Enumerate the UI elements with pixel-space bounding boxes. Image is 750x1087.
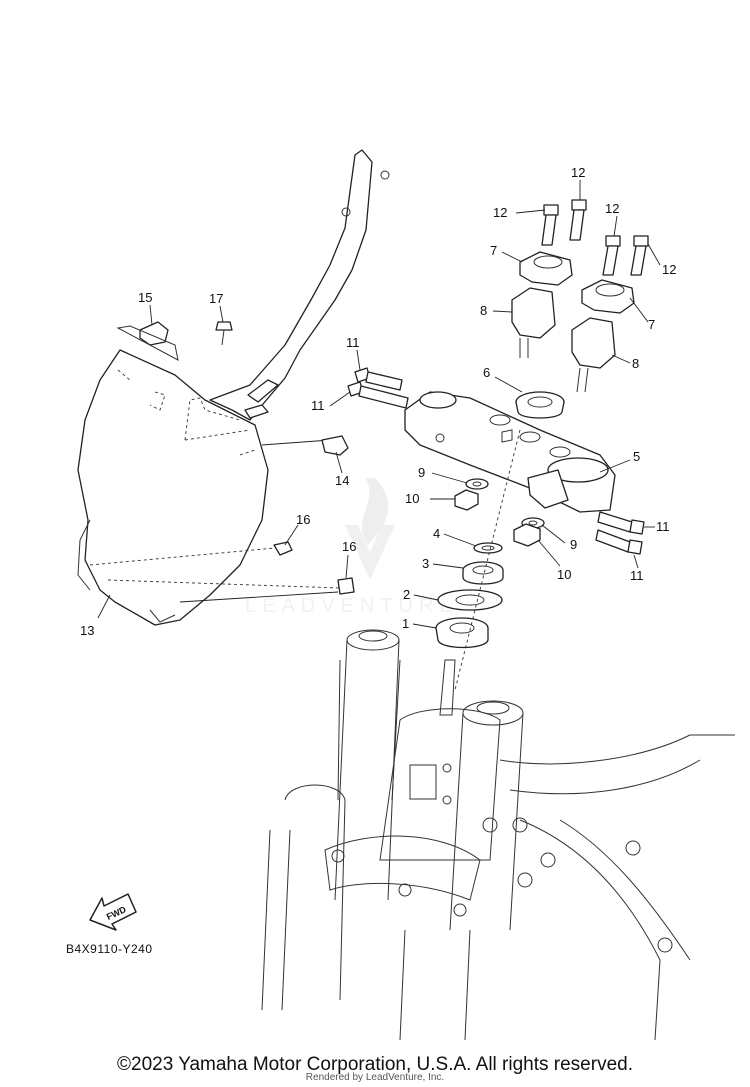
- copyright-notice: ©2023 Yamaha Motor Corporation, U.S.A. A…: [117, 1054, 633, 1075]
- callout-9-lower: 9: [570, 537, 577, 552]
- nut-10-upper: [454, 489, 479, 511]
- watermark-text: LEADVENTURE: [245, 595, 459, 617]
- ring-nut-3: [462, 561, 504, 585]
- nut-10-lower: [513, 523, 541, 547]
- washer-9-upper: [465, 478, 489, 490]
- callout-11-c: 11: [656, 519, 670, 534]
- steering-axis-line: [454, 429, 521, 691]
- callout-2: 2: [403, 587, 410, 602]
- callout-12-b: 12: [493, 205, 507, 220]
- bolt-12-b: [569, 199, 587, 241]
- bolt-11-a: [354, 367, 403, 391]
- callout-13: 13: [80, 623, 94, 638]
- callout-6: 6: [483, 365, 490, 380]
- callout-14: 14: [335, 473, 349, 488]
- callout-7-right: 7: [648, 317, 655, 332]
- forward-arrow-icon: FWD: [89, 893, 137, 931]
- handlebar-holder-8-left: [511, 287, 556, 358]
- callout-17: 17: [209, 291, 223, 306]
- screw-17: [215, 321, 233, 346]
- diagram-code: B4X9110-Y240: [66, 942, 153, 956]
- collar-6: [515, 391, 565, 419]
- clip-14: [321, 435, 349, 456]
- handlebar-holder-7-right: [581, 279, 635, 314]
- callout-11-d: 11: [630, 568, 644, 583]
- callout-labels: 1 2 3 4 5 6 7 7 8 8 9 9 10 10 11 11 11 1…: [80, 165, 676, 638]
- callout-9-upper: 9: [418, 465, 425, 480]
- callout-16-upper: 16: [296, 512, 310, 527]
- callout-8-right: 8: [632, 356, 639, 371]
- callout-4: 4: [433, 526, 440, 541]
- callout-10-upper: 10: [405, 491, 419, 506]
- washer-4: [473, 542, 503, 554]
- callout-3: 3: [422, 556, 429, 571]
- clip-16-upper: [273, 541, 293, 556]
- seal-2: [437, 589, 503, 611]
- handlebar-holder-7-left: [519, 251, 573, 286]
- bolt-12-a: [541, 204, 559, 246]
- leadventure-watermark: LEADVENTURE: [245, 478, 459, 617]
- handlebar-holder-8-right: [571, 317, 616, 393]
- callout-7-left: 7: [490, 243, 497, 258]
- callout-8-left: 8: [480, 303, 487, 318]
- callout-12-c: 12: [605, 201, 619, 216]
- rendered-by-credit: Rendered by LeadVenture, Inc.: [305, 1072, 445, 1083]
- leader-lines: [97, 180, 661, 629]
- bolt-11-d: [595, 529, 643, 555]
- callout-12-a: 12: [571, 165, 585, 180]
- front-number-plate: [77, 149, 390, 626]
- bearing-1: [435, 617, 489, 649]
- callout-15: 15: [138, 290, 152, 305]
- bolt-12-c: [602, 235, 621, 276]
- callout-11-b: 11: [311, 398, 325, 413]
- clip-16-lower: [337, 577, 355, 595]
- callout-5: 5: [633, 449, 640, 464]
- bolt-11-c: [597, 511, 645, 535]
- callout-1: 1: [402, 616, 409, 631]
- callout-10-lower: 10: [557, 567, 571, 582]
- upper-bracket: [404, 391, 616, 513]
- callout-11-a: 11: [346, 335, 360, 350]
- fork-and-frame-reference: [261, 629, 735, 1041]
- bolt-12-d: [630, 235, 649, 276]
- callout-16-lower: 16: [342, 539, 356, 554]
- bolt-11-b: [347, 381, 409, 409]
- callout-12-d: 12: [662, 262, 676, 277]
- clip-15: [116, 321, 179, 361]
